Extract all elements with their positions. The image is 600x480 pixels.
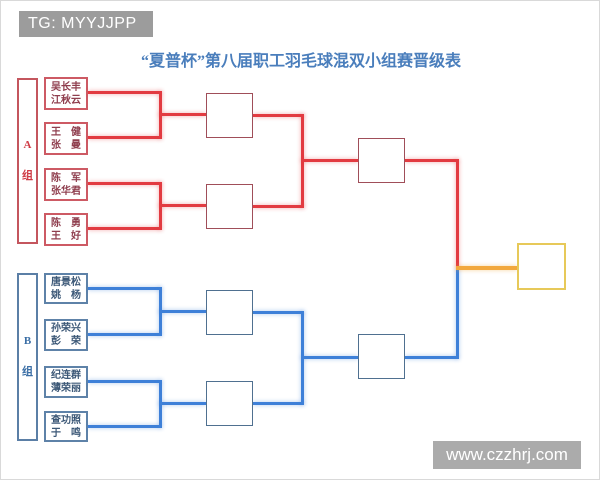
match-box-final-b (358, 334, 405, 379)
connector-line (456, 159, 459, 269)
team-box-a4: 陈 勇 王 好 (44, 213, 88, 246)
team-box-b4: 查功照 于 鸣 (44, 411, 88, 442)
player-name: 张华君 (51, 185, 81, 197)
connector-line (88, 425, 161, 428)
group-a-letter: A (23, 139, 32, 151)
connector-line (159, 402, 206, 405)
connector-line (88, 287, 161, 290)
team-box-b3: 纪连群 薄荣丽 (44, 366, 88, 398)
tg-banner: TG: MYYJJPP (19, 11, 153, 37)
connector-line (405, 159, 458, 162)
team-box-a1: 吴长丰 江秋云 (44, 77, 88, 110)
connector-line (88, 333, 161, 336)
connector-line (405, 356, 458, 359)
connector-line (253, 311, 304, 314)
connector-line (88, 380, 161, 383)
connector-line (88, 182, 161, 185)
group-b-letter: B (23, 335, 32, 347)
player-name: 王 健 (51, 126, 81, 138)
connector-line (301, 356, 358, 359)
connector-line (253, 114, 304, 117)
champion-box (517, 243, 566, 290)
connector-line (253, 205, 304, 208)
connector-line (88, 91, 161, 94)
match-box-semifinal-b2 (206, 381, 253, 426)
player-name: 于 鸣 (51, 427, 81, 439)
group-a-word: 组 (22, 170, 33, 182)
team-box-b1: 唐景松 姚 杨 (44, 273, 88, 304)
match-box-semifinal-a2 (206, 184, 253, 229)
team-box-a3: 陈 军 张华君 (44, 168, 88, 201)
connector-line (159, 204, 206, 207)
connector-line (456, 269, 459, 359)
player-name: 江秋云 (51, 94, 81, 106)
page-title: “夏普杯”第八届职工羽毛球混双小组赛晋级表 (140, 53, 461, 70)
match-box-semifinal-b1 (206, 290, 253, 335)
group-b-label: B 组 (17, 273, 38, 441)
connector-line (159, 310, 206, 313)
group-b-word: 组 (22, 366, 33, 378)
team-box-a2: 王 健 张 曼 (44, 122, 88, 155)
player-name: 王 好 (51, 230, 81, 242)
connector-line (159, 113, 206, 116)
player-name: 陈 勇 (51, 217, 81, 229)
player-name: 唐景松 (51, 276, 81, 288)
connector-line (301, 159, 358, 162)
team-box-b2: 孙荣兴 彭 荣 (44, 319, 88, 351)
group-a-label: A 组 (17, 78, 38, 244)
player-name: 孙荣兴 (51, 323, 81, 334)
player-name: 查功照 (51, 414, 81, 426)
player-name: 张 曼 (51, 139, 81, 151)
player-name: 吴长丰 (51, 81, 81, 93)
connector-line (88, 136, 161, 139)
player-name: 姚 杨 (51, 289, 81, 301)
final-connector-line (456, 266, 517, 270)
player-name: 彭 荣 (51, 336, 81, 347)
connector-line (88, 227, 161, 230)
player-name: 陈 军 (51, 172, 81, 184)
match-box-semifinal-a1 (206, 93, 253, 138)
watermark: www.czzhrj.com (433, 441, 581, 469)
player-name: 薄荣丽 (51, 383, 81, 394)
player-name: 纪连群 (51, 370, 81, 381)
match-box-final-a (358, 138, 405, 183)
connector-line (253, 402, 304, 405)
